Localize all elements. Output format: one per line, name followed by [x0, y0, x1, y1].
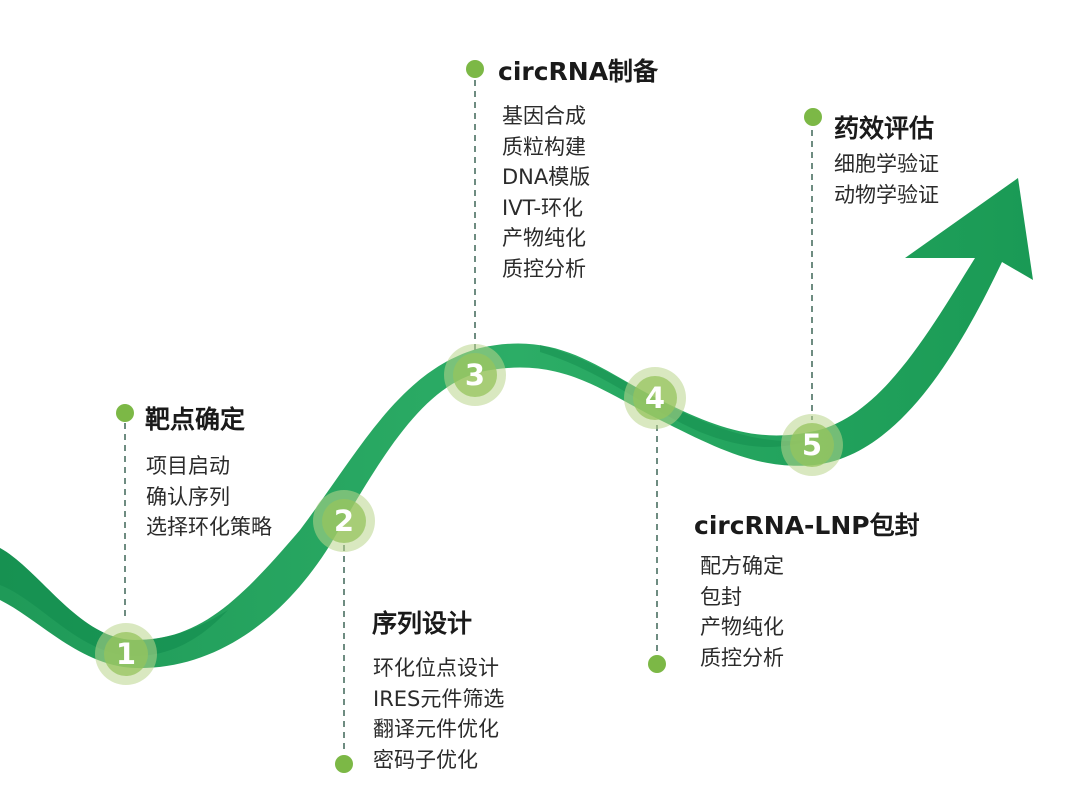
- stage-5-item: 动物学验证: [834, 182, 939, 207]
- step-number-5: 5: [790, 423, 834, 467]
- stage-1-title: 靶点确定: [145, 405, 246, 434]
- dashed-connectors: [124, 80, 813, 752]
- stage-1-dot: [116, 404, 134, 422]
- stage-5-items: 细胞学验证 动物学验证: [834, 149, 939, 210]
- ribbon-fold-shade-2: [540, 345, 810, 447]
- step-node-1: 1: [95, 623, 157, 685]
- stage-4-title: circRNA-LNP包封: [694, 511, 920, 540]
- stage-5-dot: [804, 108, 822, 126]
- stage-2-title: 序列设计: [372, 609, 473, 638]
- stage-3-item: 产物纯化: [502, 226, 586, 250]
- step-number-1: 1: [104, 632, 148, 676]
- stage-3-item: 质控分析: [502, 256, 586, 281]
- stage-2-item: 环化位点设计: [373, 656, 499, 680]
- stage-2-item: IRES元件筛选: [373, 686, 505, 711]
- stage-1-item: 选择环化策略: [146, 515, 272, 539]
- step-number-4: 4: [633, 376, 677, 420]
- step-node-3: 3: [444, 344, 506, 406]
- stage-3-title: circRNA制备: [498, 57, 659, 86]
- stage-4-items: 配方确定 包封 产物纯化 质控分析: [700, 551, 784, 673]
- stage-1-items: 项目启动 确认序列 选择环化策略: [146, 451, 272, 543]
- stage-4-end-dot: [648, 655, 666, 673]
- stage-3-items: 基因合成 质粒构建 DNA模版 IVT-环化 产物纯化 质控分析: [502, 101, 590, 284]
- step-number-2: 2: [322, 499, 366, 543]
- step-node-5: 5: [781, 414, 843, 476]
- step-node-2: 2: [313, 490, 375, 552]
- stage-2-item: 翻译元件优化: [373, 717, 499, 741]
- stage-4-item: 产物纯化: [700, 615, 784, 639]
- step-number-3: 3: [453, 353, 497, 397]
- step-node-4: 4: [624, 367, 686, 429]
- stage-1-item: 项目启动: [146, 454, 230, 478]
- stage-5-title: 药效评估: [834, 114, 935, 143]
- stage-3-item: IVT-环化: [502, 195, 584, 220]
- ribbon-fold-shade: [0, 548, 228, 656]
- stage-4-item: 包封: [700, 584, 742, 609]
- stage-2-end-dot: [335, 755, 353, 773]
- stage-3-item: DNA模版: [502, 165, 591, 189]
- stage-3-item: 质粒构建: [502, 134, 586, 159]
- stage-4-item: 质控分析: [700, 645, 784, 670]
- stage-3-dot: [466, 60, 484, 78]
- stage-4-item: 配方确定: [700, 554, 784, 578]
- stage-2-item: 密码子优化: [373, 747, 478, 772]
- stage-3-item: 基因合成: [502, 104, 586, 128]
- stage-5-item: 细胞学验证: [834, 152, 939, 176]
- stage-1-item: 确认序列: [146, 484, 230, 509]
- stage-2-items: 环化位点设计 IRES元件筛选 翻译元件优化 密码子优化: [373, 653, 504, 775]
